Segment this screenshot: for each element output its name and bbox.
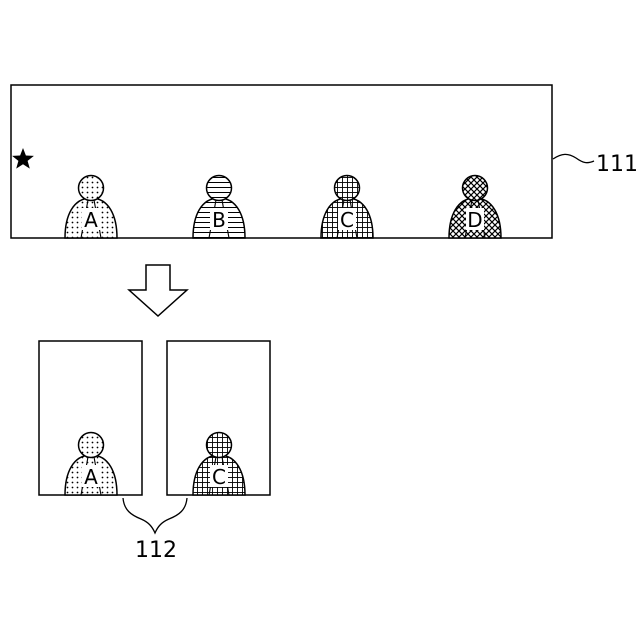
bottom-panels: AC: [39, 341, 270, 495]
leader-line-111: [553, 154, 594, 162]
star-icon: [12, 148, 34, 169]
person-label: C: [340, 208, 354, 232]
person-head: [79, 176, 104, 201]
person-a: A: [65, 433, 117, 496]
person-head: [79, 433, 104, 458]
person-label: A: [84, 208, 98, 232]
person-label: C: [212, 465, 226, 489]
person-a: A: [65, 176, 117, 239]
top-panel: A B C D: [11, 85, 552, 238]
down-arrow-icon: [129, 265, 187, 316]
person-label: A: [84, 465, 98, 489]
person-head: [463, 176, 488, 201]
person-head: [207, 176, 232, 201]
person-head: [207, 433, 232, 458]
reference-label-111: 111: [596, 152, 638, 177]
person-label: D: [467, 208, 482, 232]
person-c: C: [321, 176, 373, 239]
person-head: [335, 176, 360, 201]
person-label: B: [212, 208, 226, 232]
person-c: C: [193, 433, 245, 496]
person-d: D: [449, 176, 501, 239]
top-people: A B C D: [65, 176, 501, 239]
person-b: B: [193, 176, 245, 239]
reference-label-112: 112: [135, 538, 177, 563]
bottom-people: AC: [65, 433, 245, 496]
brace-112: [123, 498, 187, 533]
